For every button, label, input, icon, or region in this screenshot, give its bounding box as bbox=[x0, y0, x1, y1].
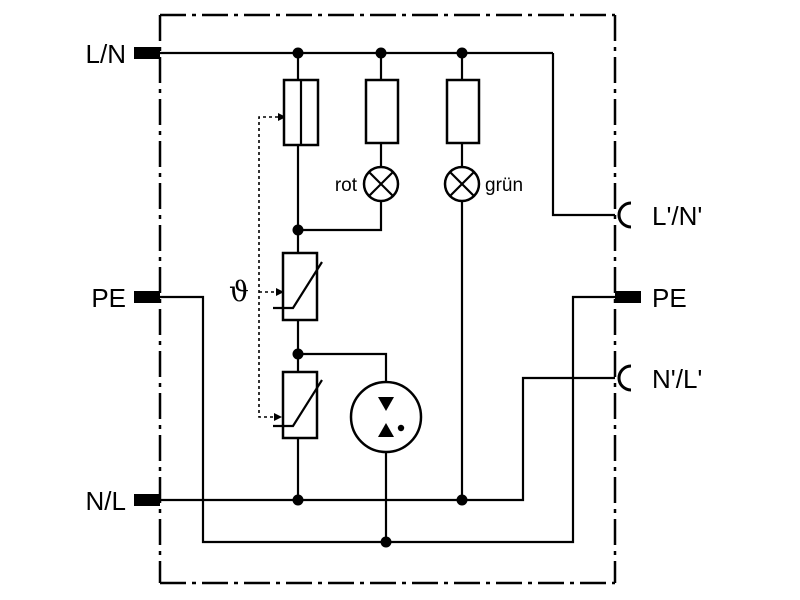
terminal-left-pe bbox=[134, 291, 160, 303]
thermal-symbol: ϑ bbox=[229, 275, 249, 308]
spark-gap-icon bbox=[349, 380, 423, 454]
lamp-red-icon bbox=[362, 165, 400, 203]
wiring bbox=[160, 51, 615, 544]
terminal-left-top bbox=[134, 47, 160, 59]
varistor-1-icon bbox=[273, 251, 323, 322]
thermal-coupling-line bbox=[258, 113, 286, 421]
resistor-red-indicator bbox=[364, 78, 400, 145]
thermal-fuse bbox=[282, 78, 320, 147]
label-left-bottom: N/L bbox=[86, 486, 126, 516]
arrow-to-varistor-1-icon bbox=[276, 288, 284, 296]
lamp-green-icon bbox=[443, 165, 481, 203]
arrow-to-varistor-2-icon bbox=[274, 413, 282, 421]
terminal-right-bottom-socket-icon bbox=[617, 364, 632, 392]
label-red-indicator: rot bbox=[335, 175, 358, 196]
varistor-2-icon bbox=[273, 370, 323, 440]
arrow-to-fuse-icon bbox=[278, 113, 286, 121]
terminal-right-pe bbox=[615, 291, 641, 303]
label-right-top: L'/N' bbox=[652, 201, 702, 231]
label-green-indicator: grün bbox=[485, 175, 523, 196]
label-left-pe: PE bbox=[91, 283, 126, 313]
junction-dots bbox=[292, 47, 468, 548]
label-left-top: L/N bbox=[86, 39, 126, 69]
label-right-pe: PE bbox=[652, 283, 687, 313]
terminal-left-bottom bbox=[134, 494, 160, 506]
label-right-bottom: N'/L' bbox=[652, 364, 702, 394]
resistor-green-indicator bbox=[445, 78, 481, 145]
terminal-right-top-socket-icon bbox=[617, 201, 632, 229]
